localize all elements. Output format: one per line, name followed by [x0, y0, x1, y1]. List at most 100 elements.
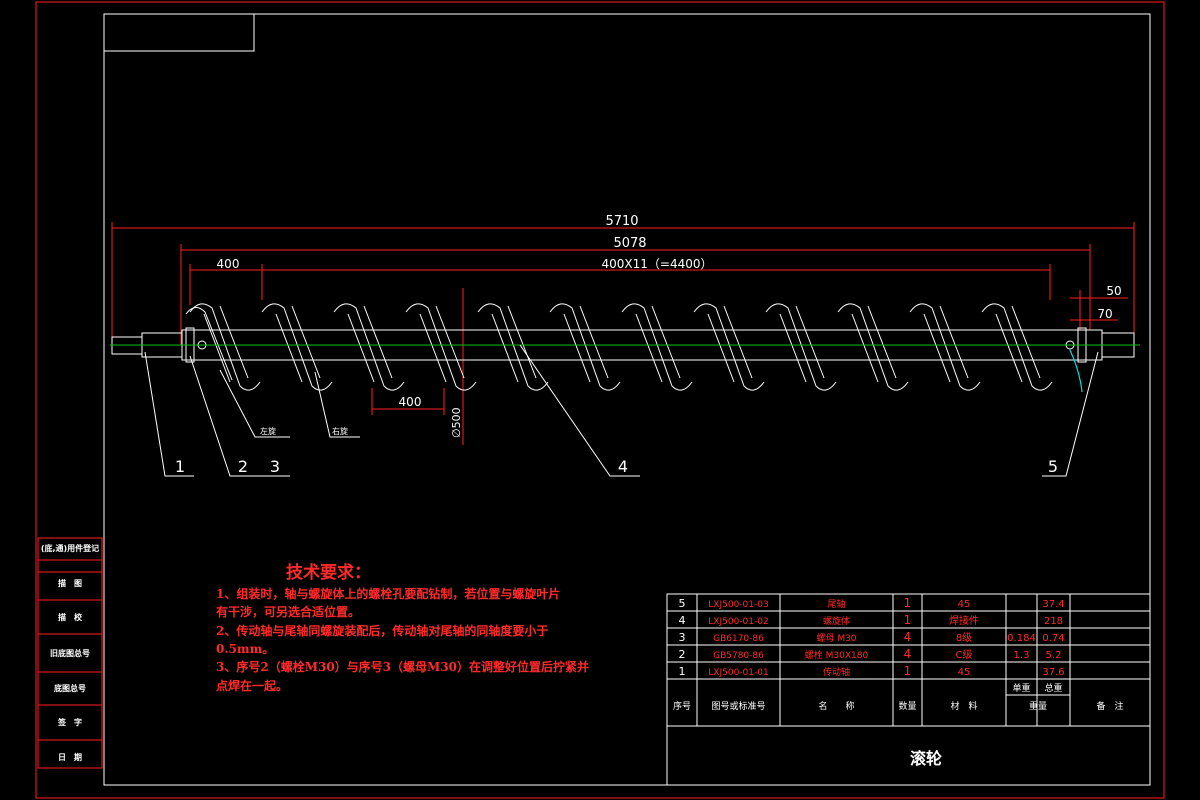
- bom-code: LXJ500-01-03: [708, 600, 768, 610]
- bom-qty: 4: [904, 630, 912, 644]
- balloon-5: 5: [1048, 457, 1058, 476]
- inner-border: [103, 13, 1151, 786]
- flight-inner: [275, 305, 321, 383]
- tech-req-line-5: 3、序号2（螺栓M30）与序号3（螺母M30）在调整好位置后拧紧并: [216, 660, 590, 674]
- dim-end-70: 70: [1097, 307, 1112, 321]
- side-label-sign: 签 字: [58, 718, 82, 727]
- bom-total-weight: 5.2: [1046, 650, 1062, 661]
- dim-pitch-series: 400X11（=4400）: [602, 257, 713, 271]
- bom-unit-weight: 0.184: [1007, 633, 1036, 644]
- bom-material: 8级: [956, 632, 972, 644]
- bom-qty: 1: [904, 664, 912, 678]
- dim-diameter: ∅500: [450, 407, 463, 438]
- flight-outer: [405, 303, 477, 391]
- flight-outer: [981, 303, 1053, 391]
- bom-code: GB6170-86: [713, 634, 764, 644]
- flight-outer: [189, 303, 261, 391]
- bom-header-no: 序号: [673, 700, 691, 712]
- balloon-2: 2: [238, 457, 248, 476]
- flight-inner: [563, 305, 609, 383]
- flight-inner: [419, 305, 465, 383]
- flight-inner: [779, 305, 825, 383]
- flight-inner: [707, 305, 753, 383]
- side-label-trace: 描 图: [58, 579, 82, 588]
- bom-no: 5: [679, 597, 686, 610]
- tech-req-line-6: 点焊在一起。: [216, 679, 289, 693]
- bom-name: 螺母 M30: [816, 633, 856, 644]
- cyan-leader: [1069, 349, 1083, 393]
- bom-name: 传动轴: [823, 666, 850, 678]
- bom-code: LXJ500-01-02: [708, 617, 768, 627]
- flight-inner: [347, 305, 393, 383]
- flight-outer: [549, 303, 621, 391]
- balloon-3: 3: [270, 457, 280, 476]
- bom-material: C级: [956, 649, 973, 661]
- tech-req-line-3: 2、传动轴与尾轴同螺旋装配后，传动轴对尾轴的同轴度要小于: [216, 624, 549, 638]
- bom-no: 3: [679, 631, 686, 644]
- side-label-date: 日 期: [58, 753, 82, 762]
- tech-req-line-1: 1、组装时，轴与螺旋体上的螺栓孔要配钻制，若位置与螺旋叶片: [216, 587, 561, 601]
- flight-outer: [837, 303, 909, 391]
- drawing-title: 滚轮: [910, 749, 942, 768]
- bom-header-code: 图号或标准号: [711, 700, 765, 712]
- bom-qty: 1: [904, 596, 912, 610]
- bom-name: 尾轴: [827, 598, 845, 610]
- flight-inner: [923, 305, 969, 383]
- dim-pitch-lower: 400: [399, 395, 422, 409]
- outer-border: [35, 1, 1165, 799]
- bom-material: 焊接件: [949, 614, 979, 627]
- tech-req-line-4: 0.5mm。: [216, 642, 275, 656]
- dim-first-pitch: 400: [217, 257, 240, 271]
- side-label-check: 描 校: [58, 613, 82, 622]
- bom-code: GB5780-86: [713, 651, 764, 661]
- bom-name: 螺旋体: [823, 615, 850, 627]
- flight-outer: [477, 303, 549, 391]
- left-turn-label: 左旋: [260, 426, 276, 436]
- balloon-leaders: [144, 344, 1099, 477]
- flight-inner: [995, 305, 1041, 383]
- flight-start: [185, 307, 233, 381]
- bom-total-weight: 37.6: [1042, 667, 1064, 678]
- screw-flights: [185, 303, 1053, 391]
- bom-no: 1: [679, 665, 686, 678]
- flight-outer: [909, 303, 981, 391]
- bom-total-weight: 37.4: [1042, 599, 1064, 610]
- balloon-1: 1: [175, 457, 185, 476]
- tech-req-title: 技术要求：: [286, 563, 371, 583]
- flight-inner: [851, 305, 897, 383]
- side-label-old-no: 旧底图总号: [50, 649, 90, 658]
- bom-no: 4: [679, 614, 686, 627]
- corner-box: [103, 13, 255, 52]
- bom-name: 螺栓 M30X180: [805, 649, 869, 661]
- bom-header-weight: 重量: [1029, 700, 1047, 712]
- flight-inner: [635, 305, 681, 383]
- flight-outer: [621, 303, 693, 391]
- bom-material: 45: [958, 667, 971, 678]
- bom-header-name: 名 称: [818, 700, 854, 712]
- flight-outer: [261, 303, 333, 391]
- side-label-base-no: 底图总号: [54, 684, 86, 693]
- bom-material: 45: [958, 599, 971, 610]
- dimension-lines: [111, 222, 1135, 445]
- bom-no: 2: [679, 648, 686, 661]
- title-block: [666, 593, 1151, 786]
- flight-inner: [203, 305, 249, 383]
- dim-overall: 5710: [605, 214, 638, 229]
- balloon-4: 4: [618, 457, 628, 476]
- bom-header-remark: 备 注: [1096, 700, 1123, 712]
- flight-outer: [693, 303, 765, 391]
- bom-table: 5 LXJ500-01-03 尾轴 1 45 37.4 4 LXJ500-01-02 螺旋体 1 焊…: [666, 593, 1151, 726]
- bom-total-weight: 218: [1044, 616, 1063, 627]
- side-column: [37, 537, 103, 769]
- flight-outer: [765, 303, 837, 391]
- bom-header-unit-weight: 单重: [1012, 682, 1030, 694]
- bom-unit-weight: 1.3: [1014, 650, 1030, 661]
- dim-end-50: 50: [1106, 284, 1121, 298]
- flight-outer: [333, 303, 405, 391]
- dim-spiral-length: 5078: [613, 236, 646, 251]
- right-turn-label: 右旋: [332, 426, 348, 436]
- bom-header-qty: 数量: [898, 700, 916, 712]
- bom-qty: 1: [904, 613, 912, 627]
- bom-total-weight: 0.74: [1042, 633, 1064, 644]
